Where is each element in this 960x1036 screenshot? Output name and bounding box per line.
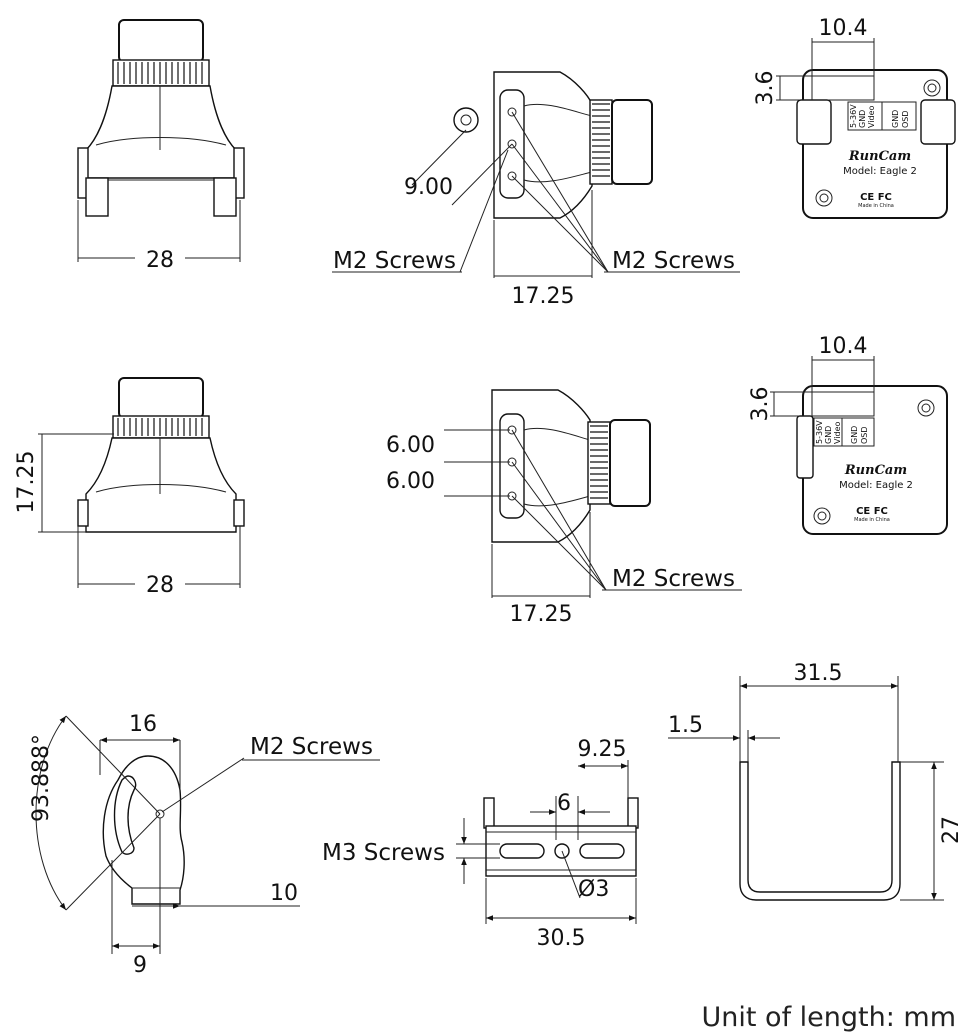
side-mid-ring-hatch [590, 425, 608, 499]
cert-label: CE FC [860, 192, 892, 203]
side-mid-spacing-dim-2: 6.00 [386, 469, 435, 494]
bracket-thickness-dim: 1.5 [668, 713, 703, 738]
bracket-height-dim: 27 [939, 816, 960, 844]
pcb-label-1: 5-36V [849, 104, 858, 128]
bracket-view-bottom: 31.5 1.5 27 [668, 661, 960, 901]
made-in-label-mid: Made in China [854, 517, 890, 523]
arm-base-dim: 9 [133, 953, 147, 978]
pcb-label-mid-5: OSD [860, 426, 869, 444]
brand-logo-mid: RunCam [844, 463, 907, 478]
brand-logo: RunCam [848, 149, 911, 164]
side-mid-screws: M2 Screws [612, 566, 735, 592]
mount-hole [453, 107, 479, 133]
front-view-top: 28 [77, 19, 245, 273]
back-top-hole-width-dim: 10.4 [819, 16, 868, 41]
side-view-top: 9.00 M2 Screws M2 Screws 17.25 [332, 71, 740, 309]
front-mid-ring-hatch [117, 418, 203, 436]
pcb-label-mid-1: 5-36V [815, 420, 824, 444]
side-top-screws-left: M2 Screws [333, 248, 456, 274]
back-view-top: 5-36V GND Video GND OSD RunCam Model: Ea… [753, 16, 956, 219]
arm-angle-dim: 93.888° [29, 734, 54, 822]
plate-screws-label: M3 Screws [322, 840, 445, 866]
pcb-label-5: OSD [901, 110, 910, 128]
pcb-label-mid-3: Video [833, 421, 842, 444]
arm-width-dim: 16 [129, 712, 157, 737]
back-top-hole-height-dim: 3.6 [753, 71, 778, 106]
back-view-mid: 5-36V GND Video GND OSD RunCam Model: Ea… [748, 334, 948, 535]
pcb-label-mid-2: GND [824, 426, 833, 444]
bracket-width-dim: 31.5 [794, 661, 843, 686]
made-in-label: Made in China [858, 203, 894, 209]
plate-slot-dim: 9.25 [578, 737, 627, 762]
pcb-label-2: GND [858, 110, 867, 128]
model-label-mid: Model: Eagle 2 [839, 480, 913, 491]
side-mid-depth-dim: 17.25 [510, 602, 573, 627]
front-mid-height-dim: 17.25 [14, 451, 39, 514]
side-mid-spacing-dim-1: 6.00 [386, 433, 435, 458]
arm-screws-label: M2 Screws [250, 734, 373, 760]
side-top-depth-dim: 17.25 [512, 284, 575, 309]
arm-offset-dim: 10 [270, 881, 298, 906]
pcb-label-4: GND [891, 110, 900, 128]
cert-label-mid: CE FC [856, 506, 888, 517]
plate-view-bottom: 6 9.25 M3 Screws Ø3 30.5 [322, 737, 639, 951]
back-mid-hole-width-dim: 10.4 [819, 334, 868, 359]
back-mid-hole-height-dim: 3.6 [748, 387, 773, 422]
plate-hole-dim: Ø3 [578, 877, 609, 902]
plate-hole-spacing-dim: 6 [557, 791, 571, 816]
front-top-width-dim: 28 [146, 248, 174, 273]
side-top-screws-right: M2 Screws [612, 248, 735, 274]
arm-view-bottom: 16 93.888° M2 Screws 9 10 [29, 712, 380, 978]
slot-left [499, 843, 545, 859]
side-top-offset-dim: 9.00 [404, 175, 453, 200]
slot-right [579, 843, 625, 859]
pcb-label-3: Video [867, 105, 876, 128]
front-mid-width-dim: 28 [146, 573, 174, 598]
unit-note: Unit of length: mm [702, 1002, 957, 1033]
side-ring-hatch [592, 103, 610, 177]
model-label: Model: Eagle 2 [843, 166, 917, 177]
front-view-mid: 17.25 28 [14, 377, 245, 598]
pcb-label-mid-4: GND [850, 426, 859, 444]
plate-length-dim: 30.5 [537, 926, 586, 951]
lens-ring-hatch [117, 62, 203, 84]
side-view-mid: 6.00 6.00 M2 Screws 17.25 [386, 389, 742, 627]
